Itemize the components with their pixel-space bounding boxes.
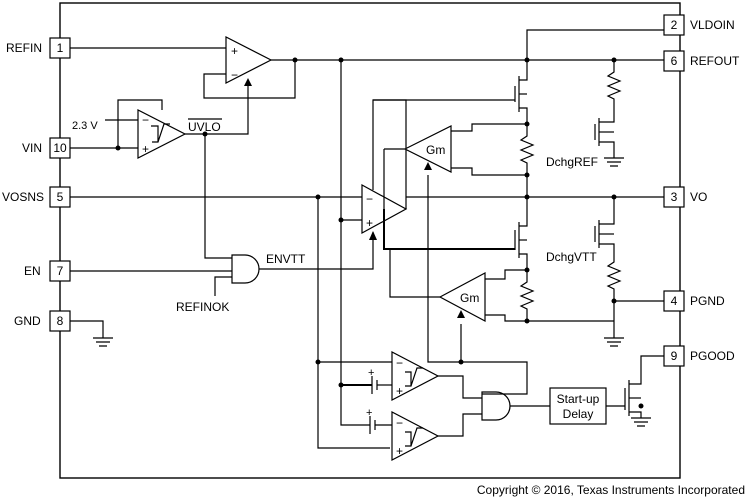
discharge-vtt-circuit xyxy=(594,197,622,301)
svg-text:EN: EN xyxy=(24,264,41,278)
offset-source-upper: + xyxy=(368,367,392,394)
pin-vin: 10 VIN xyxy=(22,137,71,159)
svg-text:−: − xyxy=(396,356,403,370)
wire-refbuf-feedback xyxy=(203,60,296,99)
pin-vldoin: 2 VLDOIN xyxy=(663,14,735,36)
svg-text:10: 10 xyxy=(53,141,67,155)
svg-text:VIN: VIN xyxy=(22,141,42,155)
sense-resistor-top xyxy=(519,124,535,175)
svg-text:−: − xyxy=(231,68,238,82)
uvlo-comparator: − + xyxy=(137,109,187,159)
pgood-comparator-lower: − + xyxy=(391,411,440,461)
svg-text:VLDOIN: VLDOIN xyxy=(690,18,735,32)
pgood-open-drain-fet xyxy=(624,355,664,427)
offset-source-lower: + xyxy=(366,407,392,434)
svg-text:+: + xyxy=(396,444,403,458)
gm-top-transconductance: Gm xyxy=(403,125,452,173)
pin-en: 7 EN xyxy=(24,260,71,282)
svg-text:9: 9 xyxy=(671,349,678,363)
svg-text:+: + xyxy=(368,367,374,379)
pgood-and-gate xyxy=(481,391,511,421)
svg-text:Start-up: Start-up xyxy=(557,392,600,406)
uvlo-label: UVLO xyxy=(188,120,221,134)
pgood-comparator-upper: − + xyxy=(391,351,440,401)
pin-pgnd: 4 PGND xyxy=(663,290,725,312)
svg-text:+: + xyxy=(231,44,238,58)
svg-text:+: + xyxy=(366,216,373,230)
svg-text:+: + xyxy=(366,407,372,419)
ic-outline xyxy=(59,2,681,479)
gm-bottom-transconductance: Gm xyxy=(438,272,486,322)
high-side-fet xyxy=(514,29,664,124)
pin-vosns: 5 VOSNS xyxy=(2,186,71,208)
svg-text:+: + xyxy=(142,142,149,156)
svg-text:7: 7 xyxy=(57,264,64,278)
svg-text:4: 4 xyxy=(671,294,678,308)
svg-text:3: 3 xyxy=(671,190,678,204)
svg-text:DchgREF: DchgREF xyxy=(546,155,598,169)
svg-text:DchgVTT: DchgVTT xyxy=(546,250,597,264)
svg-text:Delay: Delay xyxy=(563,407,594,421)
svg-text:5: 5 xyxy=(57,190,64,204)
svg-text:+: + xyxy=(396,384,403,398)
svg-text:PGND: PGND xyxy=(690,294,725,308)
pin-gnd: 8 GND xyxy=(14,310,71,332)
svg-text:−: − xyxy=(142,113,149,127)
svg-text:2.3 V: 2.3 V xyxy=(72,120,98,132)
svg-text:REFIN: REFIN xyxy=(6,41,42,55)
discharge-ref-circuit xyxy=(594,60,624,167)
sense-resistor-bottom xyxy=(519,270,535,321)
svg-text:8: 8 xyxy=(57,314,64,328)
svg-text:REFOUT: REFOUT xyxy=(690,54,740,68)
svg-text:VOSNS: VOSNS xyxy=(2,190,44,204)
startup-delay-block: Start-up Delay xyxy=(549,387,607,425)
svg-text:VO: VO xyxy=(690,190,707,204)
low-side-fet xyxy=(514,197,528,270)
pin-pgood: 9 PGOOD xyxy=(663,345,735,367)
svg-text:1: 1 xyxy=(57,41,64,55)
svg-text:REFINOK: REFINOK xyxy=(176,300,229,314)
svg-text:Gm: Gm xyxy=(426,143,445,157)
svg-text:−: − xyxy=(366,192,373,206)
envtt-and-gate xyxy=(231,254,260,284)
svg-text:PGOOD: PGOOD xyxy=(690,349,735,363)
refin-buffer-amplifier: + − xyxy=(225,36,273,84)
svg-text:6: 6 xyxy=(671,54,678,68)
envtt-label: ENVTT xyxy=(266,252,306,266)
pin-vo: 3 VO xyxy=(663,186,707,208)
svg-text:2: 2 xyxy=(671,18,678,32)
svg-text:GND: GND xyxy=(14,314,41,328)
svg-text:−: − xyxy=(396,416,403,430)
copyright-notice: Copyright © 2016, Texas Instruments Inco… xyxy=(477,483,745,497)
pin-refout: 6 REFOUT xyxy=(663,50,740,72)
pin-refin: 1 REFIN xyxy=(6,37,71,59)
svg-text:Gm: Gm xyxy=(460,291,479,305)
